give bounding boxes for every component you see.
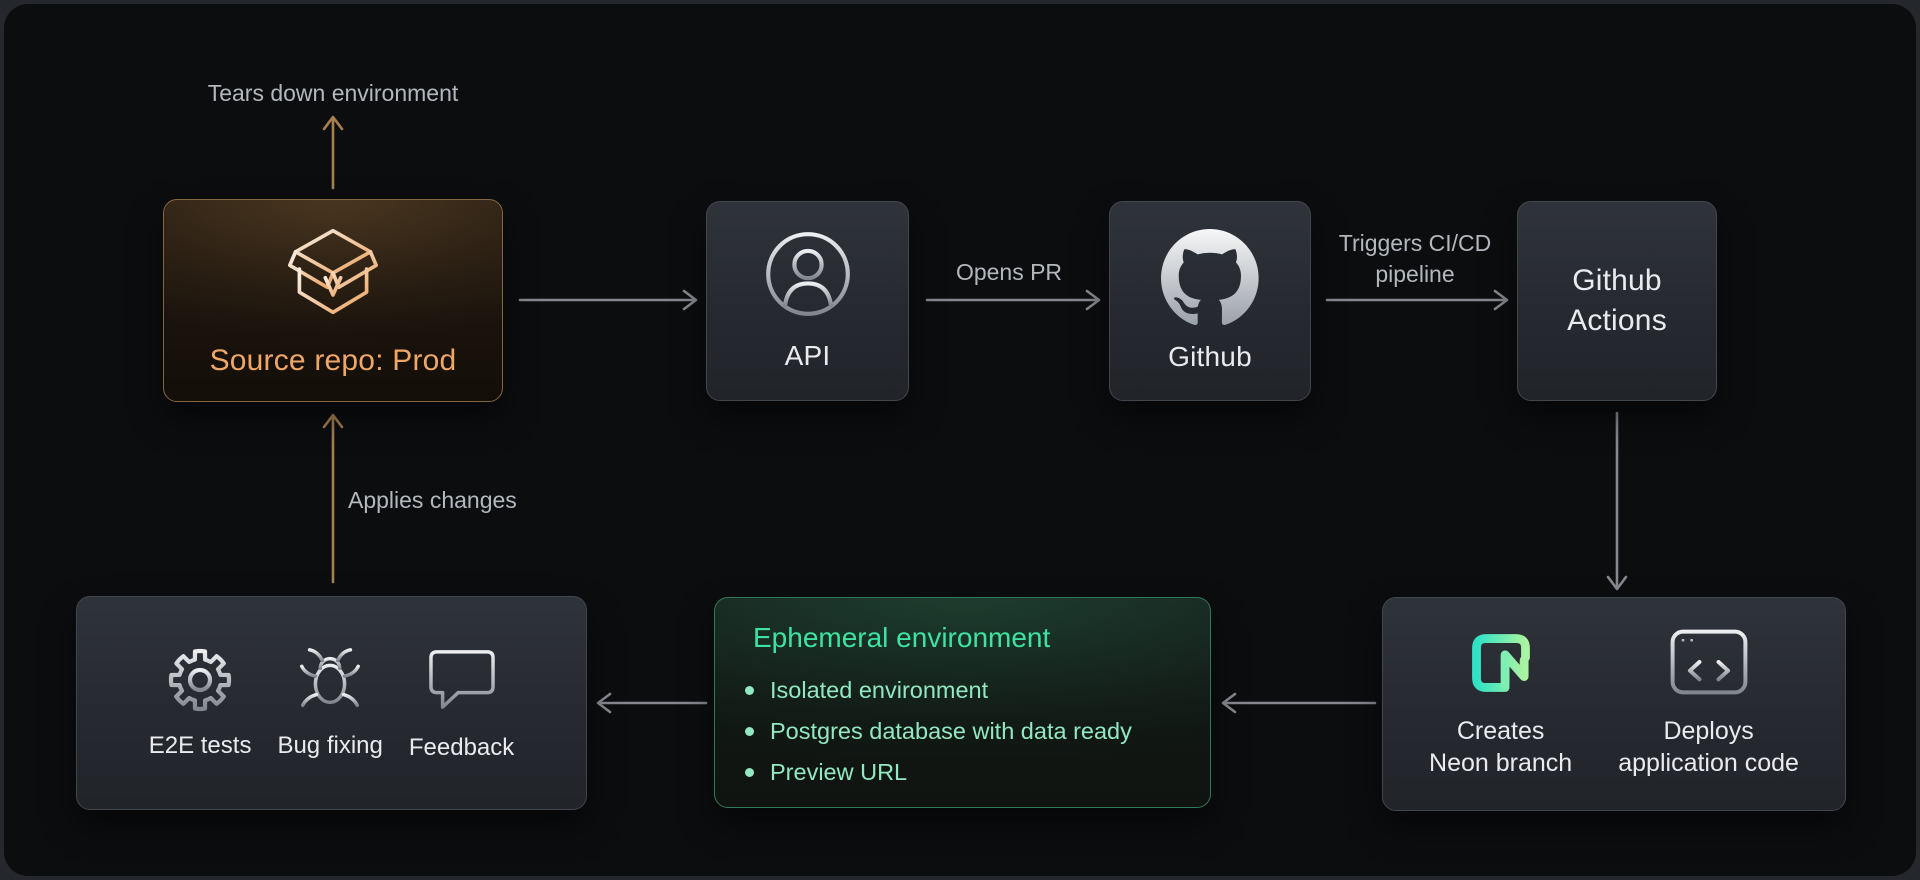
node-qa: E2E tests Bug fixing Feedback: [76, 596, 587, 810]
qa-item-e2e-tests: E2E tests: [148, 597, 252, 809]
ephemeral-bullet-list: Isolated environment Postgres database w…: [743, 670, 1132, 793]
triggers-pipeline-label: Triggers CI/CD pipeline: [1338, 230, 1492, 287]
opens-pr-label: Opens PR: [955, 259, 1063, 285]
source-repo-label: Source repo: Prod: [209, 343, 457, 377]
applies-changes-label: Applies changes: [348, 487, 517, 513]
qa-e2e-label: E2E tests: [148, 732, 252, 759]
arrow-source-to-api-icon: [518, 287, 699, 313]
ephemeral-bullet: Preview URL: [743, 752, 1132, 793]
diagram-canvas: Tears down environment Applies changes O…: [4, 4, 1916, 876]
ephemeral-bullet-text: Isolated environment: [770, 677, 989, 703]
arrow-opens-pr-icon: [925, 287, 1102, 313]
creates-neon-branch-label: Creates Neon branch: [1429, 717, 1573, 777]
qa-item-feedback: Feedback: [409, 597, 514, 809]
node-source-repo: Source repo: Prod: [163, 199, 503, 402]
qa-item-bug-fixing: Bug fixing: [277, 597, 383, 809]
gear-icon: [166, 644, 234, 714]
bullet-dot-icon: [745, 727, 754, 736]
arrow-pipeline-to-ephemeral-icon: [1220, 690, 1377, 716]
pipeline-item-creates-neon-branch: Creates Neon branch: [1429, 598, 1572, 810]
ephemeral-bullet-text: Preview URL: [770, 759, 908, 785]
api-label: API: [784, 340, 831, 371]
ephemeral-bullet-text: Postgres database with data ready: [770, 718, 1132, 744]
ephemeral-bullet: Postgres database with data ready: [743, 711, 1132, 752]
github-icon: [1161, 229, 1259, 325]
neon-icon: [1467, 629, 1535, 697]
deploys-application-code-label: Deploys application code: [1618, 717, 1799, 777]
browser-code-icon: [1670, 629, 1748, 695]
bullet-dot-icon: [745, 686, 754, 695]
package-icon: [287, 228, 379, 314]
node-ephemeral-environment: Ephemeral environment Isolated environme…: [714, 597, 1211, 808]
arrow-actions-to-pipeline-icon: [1604, 411, 1630, 592]
arrow-ephemeral-to-qa-icon: [595, 690, 708, 716]
arrow-applies-changes-icon: [320, 412, 346, 584]
node-pipeline-outputs: Creates Neon branch Deploys application …: [1382, 597, 1846, 811]
pipeline-item-deploys-code: Deploys application code: [1618, 598, 1799, 810]
bug-icon: [295, 644, 365, 714]
arrow-triggers-pipeline-icon: [1325, 287, 1510, 313]
ephemeral-title: Ephemeral environment: [753, 622, 1051, 653]
bullet-dot-icon: [745, 768, 754, 777]
ephemeral-bullet: Isolated environment: [743, 670, 1132, 711]
node-github: Github: [1109, 201, 1311, 401]
tears-down-label: Tears down environment: [207, 80, 459, 106]
arrow-tears-down-icon: [320, 114, 346, 190]
github-label: Github: [1168, 341, 1252, 372]
speech-bubble-icon: [426, 642, 498, 716]
github-actions-label: Github Actions: [1567, 264, 1667, 337]
qa-bug-label: Bug fixing: [277, 732, 383, 759]
node-api: API: [706, 201, 909, 401]
qa-feedback-label: Feedback: [408, 734, 515, 761]
node-github-actions: Github Actions: [1517, 201, 1717, 401]
user-icon: [765, 232, 850, 316]
